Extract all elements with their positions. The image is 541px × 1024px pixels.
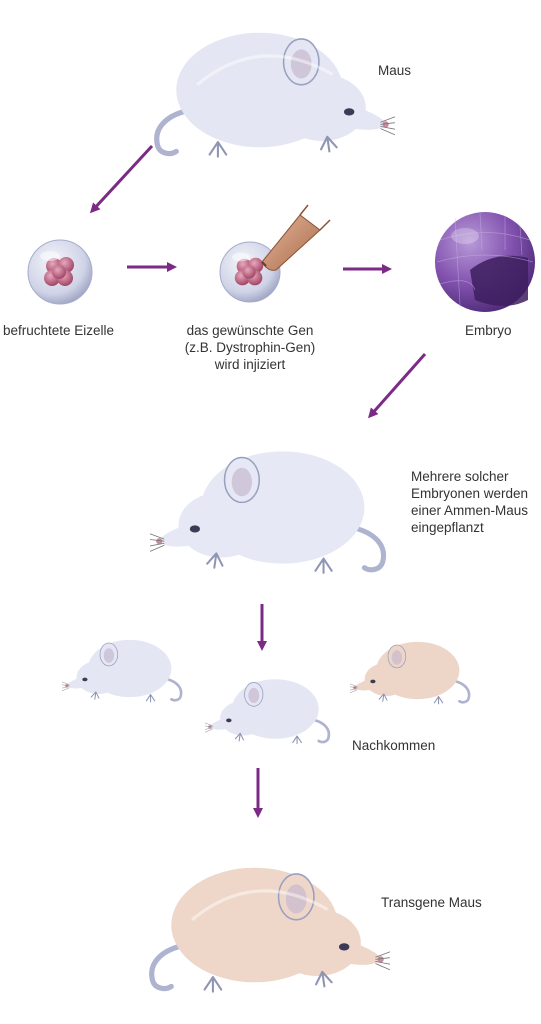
label-injection-line3: wird injiziert [214, 357, 286, 372]
arrow-mouse-to-egg [89, 144, 154, 214]
injected-egg-icon [219, 241, 281, 303]
label-offspring: Nachkommen [352, 738, 436, 753]
label-injection-line1: das gewünschte Gen [186, 323, 314, 338]
label-injection-line2: (z.B. Dystrophin-Gen) [184, 340, 316, 355]
offspring-mouse-2-icon [205, 677, 331, 746]
surrogate-mouse-icon [130, 451, 384, 572]
label-surrogate-line3: einer Ammen-Maus [411, 503, 529, 518]
label-surrogate-line1: Mehrere solcher [411, 469, 509, 484]
white-mouse-icon [157, 33, 416, 157]
brown-mouse-icon [350, 640, 471, 706]
offspring-mouse-1-icon [62, 638, 183, 704]
label-surrogate-line4: eingepflanzt [411, 520, 484, 535]
arrow-embryo-to-surrogate [368, 353, 427, 419]
label-surrogate: Mehrere solcher Embryonen werden einer A… [411, 468, 528, 536]
micropipette-icon [261, 204, 331, 271]
embryo-icon [435, 212, 535, 312]
label-injection: das gewünschte Gen (z.B. Dystrophin-Gen)… [170, 322, 330, 373]
label-embryo: Embryo [465, 323, 512, 338]
label-transgenic: Transgene Maus [381, 895, 482, 910]
label-surrogate-line2: Embryonen werden [411, 486, 529, 501]
label-mouse: Maus [378, 63, 412, 78]
egg-icon [27, 239, 93, 305]
label-fertilized-egg: befruchtete Eizelle [3, 323, 115, 338]
transgenic-mouse-icon [152, 868, 411, 992]
